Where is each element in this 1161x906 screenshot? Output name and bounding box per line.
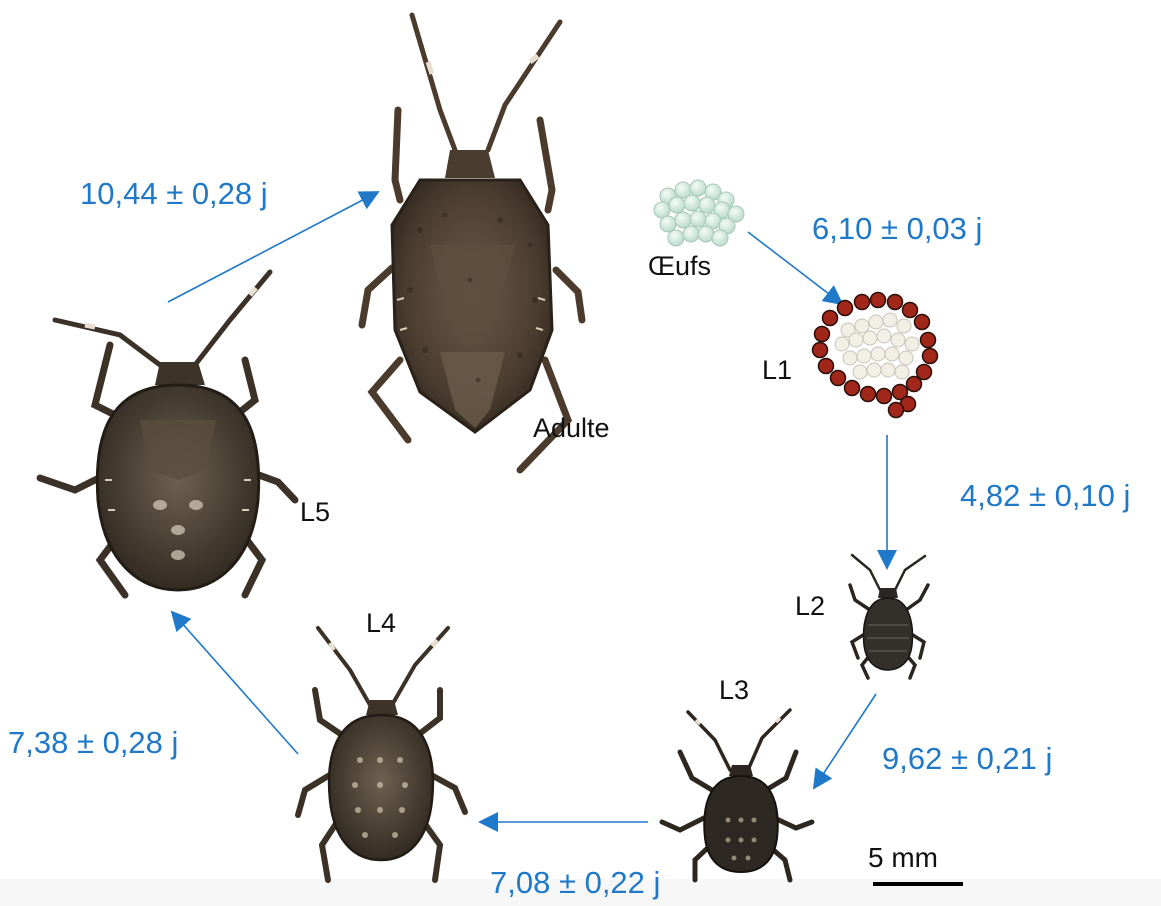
hatched-egg [857,349,871,363]
hatched-egg [849,333,863,347]
hatched-egg [835,337,849,351]
l4-nymph-image [298,628,465,880]
duration-l3-to-l4: 7,08 ± 0,22 j [490,865,660,901]
duration-l2-to-l3: 9,62 ± 0,21 j [882,741,1052,777]
egg [699,197,715,213]
stage-label-l1: L1 [762,355,792,386]
l1-nymph [903,303,918,318]
adult-bug-image [362,15,582,470]
egg [683,226,699,242]
hatched-egg [895,365,909,379]
l1-nymph [855,295,870,310]
scale-bar-label: 5 mm [868,842,938,874]
l1-nymph [861,387,876,402]
l1-nymph [845,381,860,396]
l3-nymph-image [662,710,812,880]
hatched-egg [871,347,885,361]
hatched-egg [885,347,899,361]
l2-nymph-image [850,555,928,678]
l1-nymph [923,349,938,364]
hatched-egg [899,351,913,365]
egg-cluster-image [654,180,744,246]
l1-nymph [871,293,886,308]
l1-nymph [815,327,830,342]
l1-nymph-cluster-image [813,293,938,418]
hatched-egg [853,365,867,379]
egg [660,216,676,232]
hatched-egg [883,313,897,327]
l1-nymph [917,365,932,380]
hatched-egg [869,315,883,329]
hatched-egg [881,363,895,377]
stage-label-l2: L2 [795,591,825,622]
egg [669,197,685,213]
stage-label-l4: L4 [366,608,396,639]
l1-nymph [877,389,892,404]
l1-nymph [889,403,904,418]
egg [698,226,714,242]
egg [690,211,706,227]
l1-nymph [921,333,936,348]
duration-eggs-to-l1: 6,10 ± 0,03 j [812,211,982,247]
l1-nymph [831,371,846,386]
duration-l4-to-l5: 7,38 ± 0,28 j [8,725,178,761]
duration-l1-to-l2: 4,82 ± 0,10 j [960,478,1130,514]
egg [690,180,706,196]
hatched-egg [855,319,869,333]
l1-nymph [819,359,834,374]
hatched-egg [891,333,905,347]
hatched-egg [897,319,911,333]
arrow-l4-to-l5 [172,612,298,754]
egg [675,212,691,228]
l1-nymph [915,315,930,330]
l5-nymph-image [40,272,295,595]
arrow-l2-to-l3 [814,694,876,788]
l1-nymph [888,295,903,310]
l1-nymph [823,311,838,326]
egg [668,230,684,246]
l1-nymph [838,301,853,316]
hatched-egg [867,363,881,377]
l1-nymph [813,343,828,358]
hatched-egg [843,351,857,365]
egg [684,195,700,211]
egg [712,230,728,246]
stage-label-l5: L5 [300,497,330,528]
l1-nymph [907,377,922,392]
stage-label-l3: L3 [719,675,749,706]
hatched-egg [863,331,877,345]
hatched-egg [905,337,919,351]
duration-l5-to-adult: 10,44 ± 0,28 j [80,176,268,212]
hatched-egg [877,329,891,343]
stage-label-adult: Adulte [533,413,610,444]
stage-label-eggs: Œufs [648,251,711,282]
